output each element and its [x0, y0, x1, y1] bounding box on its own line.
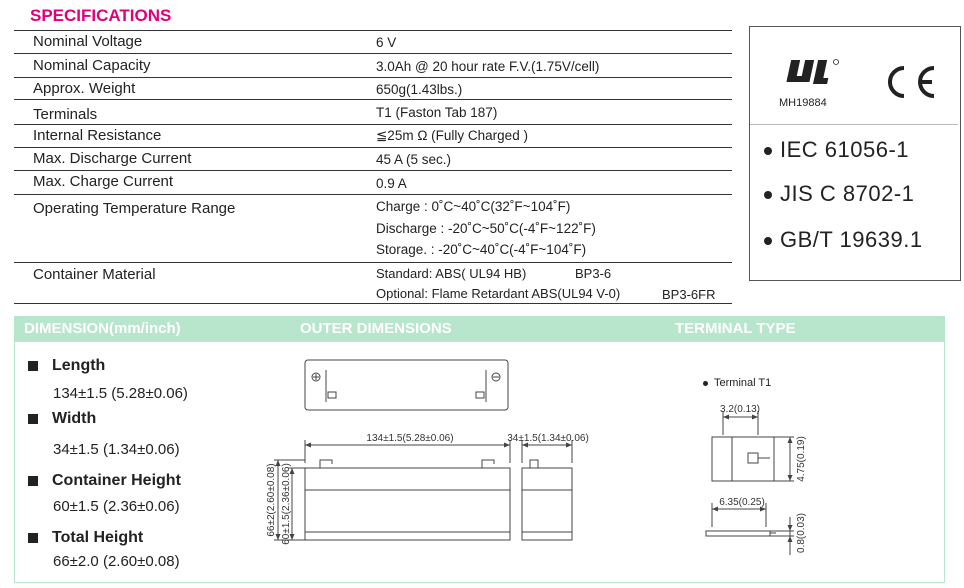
spec-value: Standard: ABS( UL94 HB): [376, 266, 527, 281]
ce-mark-icon: [888, 66, 935, 98]
spec-value: Discharge : -20˚C~50˚C(-4˚F~122˚F): [376, 221, 596, 236]
table-rule: [14, 170, 732, 171]
outer-dimensions-drawing: 134±1.5(5.28±0.06) 34±1.5(1.34±0.06) 66±…: [266, 359, 589, 545]
dimension-value-length: 134±1.5 (5.28±0.06): [53, 385, 188, 402]
terminal-height-label: 4.75(0.19): [796, 436, 807, 482]
cert-divider: [750, 124, 958, 125]
spec-value: 6 V: [376, 35, 397, 50]
ul-recognized-icon: [786, 59, 839, 84]
table-rule: [14, 194, 732, 195]
terminal-name: Terminal T1: [703, 377, 771, 389]
dimension-value-width: 34±1.5 (1.34±0.06): [53, 441, 180, 458]
drawing-length-label: 134±1.5(5.28±0.06): [366, 433, 453, 444]
spec-value: 650g(1.43lbs.): [376, 82, 463, 97]
battery-side-view: [521, 467, 573, 541]
dimension-header-bar: [14, 316, 945, 342]
drawing-total-height-label: 66±2(2.60±0.08): [266, 463, 277, 536]
spec-label: Nominal Voltage: [33, 33, 143, 50]
table-rule: [14, 147, 732, 148]
outer-dimensions-header: OUTER DIMENSIONS: [300, 320, 452, 337]
table-rule: [14, 30, 732, 31]
terminal-width-label: 3.2(0.13): [720, 404, 760, 415]
spec-label: Container Material: [33, 266, 156, 283]
standard-jis: JIS C 8702-1: [764, 181, 914, 207]
drawing-container-height-label: 60±1.5(2.36±0.06): [281, 463, 292, 545]
dimension-value-container-height: 60±1.5 (2.36±0.06): [53, 498, 180, 515]
terminal-length-label: 6.35(0.25): [719, 497, 765, 508]
battery-front-view: [304, 467, 511, 541]
spec-label: Internal Resistance: [33, 127, 162, 144]
dimension-label-container-height: Container Height: [28, 472, 181, 490]
table-rule: [14, 303, 732, 304]
dimension-panel: [14, 342, 945, 583]
spec-value: 45 A (5 sec.): [376, 152, 452, 167]
battery-top-view: [304, 359, 509, 411]
spec-label: Nominal Capacity: [33, 57, 151, 74]
terminal-front-view: [711, 436, 775, 482]
dimension-header: DIMENSION(mm/inch): [24, 320, 181, 337]
spec-label: Max. Charge Current: [33, 173, 174, 190]
table-rule: [14, 77, 732, 78]
dimension-label-length: Length: [28, 357, 105, 375]
spec-label: Approx. Weight: [33, 80, 136, 97]
terminal-type-header: TERMINAL TYPE: [675, 320, 796, 337]
standard-gb: GB/T 19639.1: [764, 227, 923, 253]
dimension-value-total-height: 66±2.0 (2.60±0.08): [53, 553, 180, 570]
dimension-label-width: Width: [28, 410, 96, 428]
certifications-box: [749, 26, 961, 281]
model-code: BP3-6FR: [662, 287, 716, 302]
table-rule: [14, 262, 732, 263]
terminal-t1-drawing: 3.2(0.13) 4.75(0.19) 6.35(0.25) 0.8(0.03…: [705, 404, 807, 555]
terminal-thickness-label: 0.8(0.03): [796, 513, 807, 553]
spec-value: Storage. : -20˚C~40˚C(-4˚F~104˚F): [376, 242, 587, 257]
spec-value: 3.0Ah @ 20 hour rate F.V.(1.75V/cell): [376, 59, 600, 74]
spec-value: Charge : 0˚C~40˚C(32˚F~104˚F): [376, 199, 571, 214]
model-code: BP3-6: [575, 266, 612, 281]
table-rule: [14, 53, 732, 54]
spec-label: Max. Discharge Current: [33, 150, 192, 167]
spec-value: ≦25m Ω (Fully Charged ): [376, 128, 528, 143]
spec-label: Operating Temperature Range: [33, 200, 236, 217]
spec-label: Terminals: [33, 106, 98, 123]
terminal-side-view: [705, 530, 771, 537]
table-rule: [14, 99, 732, 100]
spec-value: T1 (Faston Tab 187): [376, 105, 498, 120]
ul-file-number: MH19884: [779, 97, 827, 109]
specifications-title: SPECIFICATIONS: [30, 6, 172, 25]
dimension-label-total-height: Total Height: [28, 529, 143, 547]
standard-iec: IEC 61056-1: [764, 137, 909, 163]
spec-value: 0.9 A: [376, 176, 407, 191]
spec-value: Optional: Flame Retardant ABS(UL94 V-0): [376, 286, 621, 301]
drawing-width-label: 34±1.5(1.34±0.06): [507, 433, 589, 444]
table-rule: [14, 124, 732, 125]
